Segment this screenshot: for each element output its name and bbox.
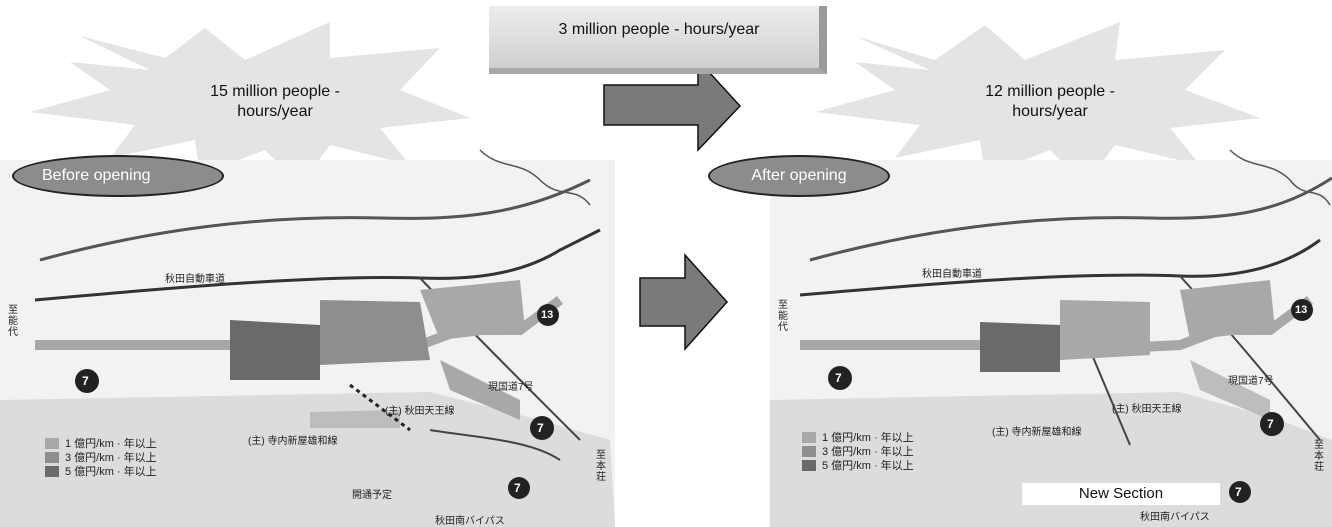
legend-label: 1 億円/km · 年以上 [65, 438, 157, 450]
direction-north-label: 至能代 [8, 305, 18, 338]
legend-swatch [45, 465, 59, 477]
legend-item: 3 億円/km · 年以上 [802, 444, 914, 458]
left-burst [30, 22, 470, 185]
right-legend: 1 億円/km · 年以上 3 億円/km · 年以上 5 億円/km · 年以… [802, 430, 914, 472]
legend-swatch [802, 445, 816, 457]
new-section-label: New Section [1022, 483, 1220, 505]
legend-label: 5 億円/km · 年以上 [822, 460, 914, 472]
legend-label: 3 億円/km · 年以上 [822, 446, 914, 458]
main-road-1-label: (主) 秋田天王線 [1112, 404, 1182, 415]
legend-item: 1 億円/km · 年以上 [802, 430, 914, 444]
legend-swatch [802, 431, 816, 443]
direction-south-label: 至本荘 [596, 450, 606, 483]
legend-item: 5 億円/km · 年以上 [802, 458, 914, 472]
route-marker-7: 7 [514, 481, 521, 495]
main-road-1-label: (主) 秋田天王線 [385, 406, 455, 417]
legend-label: 5 億円/km · 年以上 [65, 466, 157, 478]
left-map [0, 149, 615, 527]
after-opening-oval: After opening [708, 155, 890, 197]
bypass-label: 秋田南バイパス [1140, 512, 1210, 523]
left-burst-text: 15 million people - hours/year [210, 83, 340, 120]
expressway-label: 秋田自動車道 [165, 274, 225, 285]
legend-swatch [802, 459, 816, 471]
main-road-2-label: (主) 寺内新屋雄和線 [992, 427, 1082, 438]
left-legend: 1 億円/km · 年以上 3 億円/km · 年以上 5 億円/km · 年以… [45, 436, 157, 478]
route-marker-7: 7 [835, 371, 842, 385]
right-burst-text: 12 million people - hours/year [985, 83, 1115, 120]
legend-label: 3 億円/km · 年以上 [65, 452, 157, 464]
legend-item: 1 億円/km · 年以上 [45, 436, 157, 450]
legend-swatch [45, 437, 59, 449]
route-marker-13: 13 [1295, 304, 1308, 316]
difference-text: 3 million people - hours/year [558, 21, 760, 38]
expressway-label: 秋田自動車道 [922, 269, 982, 280]
legend-label: 1 億円/km · 年以上 [822, 432, 914, 444]
right-burst [815, 22, 1260, 185]
national-road-label: 現国道7号 [1228, 376, 1274, 387]
before-opening-label: Before opening [42, 167, 151, 184]
planned-label: 開通予定 [352, 490, 392, 501]
bypass-label: 秋田南バイパス [435, 516, 505, 527]
after-opening-label: After opening [751, 167, 847, 184]
legend-swatch [45, 451, 59, 463]
top-arrow [603, 58, 742, 152]
route-marker-7: 7 [1267, 417, 1274, 431]
legend-item: 5 億円/km · 年以上 [45, 464, 157, 478]
main-road-2-label: (主) 寺内新屋雄和線 [248, 436, 338, 447]
difference-box: 3 million people - hours/year [489, 6, 827, 74]
route-marker-7: 7 [1235, 485, 1242, 499]
legend-item: 3 億円/km · 年以上 [45, 450, 157, 464]
direction-south-label: 至本荘 [1314, 440, 1324, 473]
route-marker-7: 7 [537, 421, 544, 435]
middle-arrow [639, 253, 729, 351]
route-marker-7: 7 [82, 374, 89, 388]
route-marker-13: 13 [541, 309, 554, 321]
before-opening-oval: Before opening [12, 155, 224, 197]
national-road-label: 現国道7号 [488, 382, 534, 393]
direction-north-label: 至能代 [778, 300, 788, 333]
